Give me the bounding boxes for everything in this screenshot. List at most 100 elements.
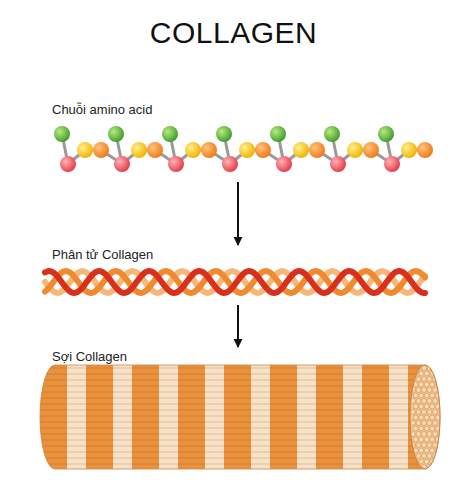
fibril-end	[427, 454, 432, 459]
fibril-end	[413, 415, 418, 420]
fibril-end	[430, 459, 435, 464]
fibril-end	[413, 404, 418, 409]
fibril-end	[435, 459, 440, 464]
fibril-end	[435, 404, 440, 409]
fibril-end	[416, 377, 421, 382]
fibril-end	[411, 465, 416, 470]
fibril-end	[427, 388, 432, 393]
fibril-end	[435, 426, 440, 431]
fibril-end	[430, 415, 435, 420]
fibril-end	[419, 404, 424, 409]
collagen-fiber	[38, 364, 442, 472]
fibril-end	[427, 432, 432, 437]
amino-acid-ball	[270, 126, 286, 142]
fibril-end	[430, 448, 435, 453]
fibril-end	[435, 371, 440, 376]
fibril-end	[411, 432, 416, 437]
fibril-end	[433, 377, 438, 382]
fibril-end	[411, 421, 416, 426]
fibril-line	[38, 374, 442, 375]
fibril-end	[416, 454, 421, 459]
fibril-end	[433, 432, 438, 437]
fibril-line	[38, 428, 442, 429]
process-arrow	[237, 305, 239, 347]
fibril-end	[416, 443, 421, 448]
amino-acid-ball	[239, 142, 255, 158]
fibril-end	[419, 393, 424, 398]
amino-acid-ball	[114, 156, 130, 172]
fibril-end	[427, 366, 432, 371]
fibril-line	[38, 368, 442, 369]
fibril-end	[416, 410, 421, 415]
polypeptide-strand	[45, 271, 425, 293]
fibril-end	[422, 410, 427, 415]
fibril-end	[435, 393, 440, 398]
fibril-line	[38, 386, 442, 387]
fibril-end	[427, 421, 432, 426]
fibril-end	[430, 382, 435, 387]
polypeptide-strand	[45, 271, 425, 293]
amino-acid-ball	[168, 156, 184, 172]
fibril-end	[411, 366, 416, 371]
fibril-end	[424, 382, 429, 387]
fibril-line	[38, 398, 442, 399]
diagram-title: COLLAGEN	[0, 16, 467, 50]
process-arrow	[237, 182, 239, 245]
amino-acid-ball	[60, 156, 76, 172]
stage-box: Sợi Collagen	[38, 347, 438, 472]
fiber-end-face	[410, 365, 440, 469]
fibril-end	[435, 415, 440, 420]
fibril-end	[422, 465, 427, 470]
fibril-end	[427, 443, 432, 448]
amino-acid-ball	[108, 126, 124, 142]
fibril-end	[411, 410, 416, 415]
fibril-end	[413, 393, 418, 398]
fibril-end	[422, 432, 427, 437]
fibril-end	[424, 415, 429, 420]
fibril-end	[427, 399, 432, 404]
amino-acid-ball	[417, 142, 433, 158]
fibril-end	[413, 459, 418, 464]
amino-acid-ball	[77, 142, 93, 158]
fibril-end	[411, 399, 416, 404]
fibril-end	[416, 432, 421, 437]
triple-helix	[45, 271, 425, 293]
amino-acid-ball	[384, 156, 400, 172]
fibril-end	[433, 366, 438, 371]
fibril-end	[430, 404, 435, 409]
fibril-end	[433, 454, 438, 459]
fibril-end	[433, 443, 438, 448]
fibril-end	[433, 399, 438, 404]
fibril-end	[411, 454, 416, 459]
fibril-end	[422, 377, 427, 382]
amino-acid-ball	[363, 142, 379, 158]
fibril-end	[424, 371, 429, 376]
fibril-end	[422, 421, 427, 426]
stage-box: Phân tử Collagen	[38, 245, 438, 305]
fibril-end	[424, 448, 429, 453]
amino-acid-ball	[255, 142, 271, 158]
amino-acid-ball	[93, 142, 109, 158]
fibril-ends	[411, 366, 441, 470]
amino-acid-ball	[378, 126, 394, 142]
fibril-end	[416, 399, 421, 404]
fibril-end	[413, 371, 418, 376]
amino-acid-ball	[401, 142, 417, 158]
fibril-end	[433, 410, 438, 415]
fibril-line	[38, 422, 442, 423]
fiber-body	[38, 364, 442, 472]
fibril-end	[419, 437, 424, 442]
fibril-end	[433, 388, 438, 393]
fibril-end	[422, 443, 427, 448]
fibril-end	[424, 393, 429, 398]
fibril-line	[38, 380, 442, 381]
fibril-line	[38, 464, 442, 465]
amino-acid-ball	[185, 142, 201, 158]
fibril-line	[38, 404, 442, 405]
fibril-end	[424, 426, 429, 431]
fibril-end	[411, 377, 416, 382]
fibril-end	[422, 366, 427, 371]
